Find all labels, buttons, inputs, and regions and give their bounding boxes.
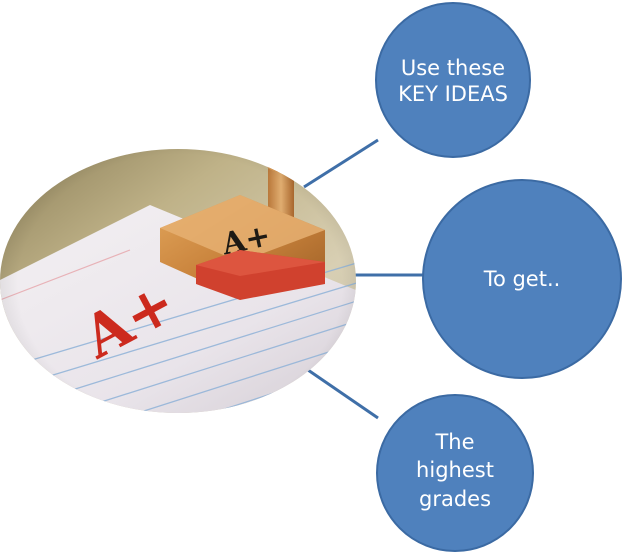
node-key-ideas-line-1: Use these bbox=[401, 56, 505, 80]
node-key-ideas-line-2: KEY IDEAS bbox=[398, 82, 508, 106]
node-to-get-line-1: To get.. bbox=[483, 267, 561, 291]
node-highest-grades: The highest grades bbox=[376, 394, 534, 552]
a-plus-stamp-photo: A+ A+ bbox=[0, 149, 356, 413]
node-highest-grades-line-1: The bbox=[434, 430, 474, 454]
connector-bottom bbox=[307, 368, 379, 420]
node-to-get: To get.. bbox=[422, 179, 622, 379]
node-key-ideas: Use these KEY IDEAS bbox=[375, 2, 531, 158]
node-highest-grades-line-3: grades bbox=[419, 487, 491, 511]
connector-lines bbox=[303, 138, 423, 420]
node-highest-grades-line-2: highest bbox=[416, 458, 494, 482]
connector-top bbox=[303, 138, 379, 189]
